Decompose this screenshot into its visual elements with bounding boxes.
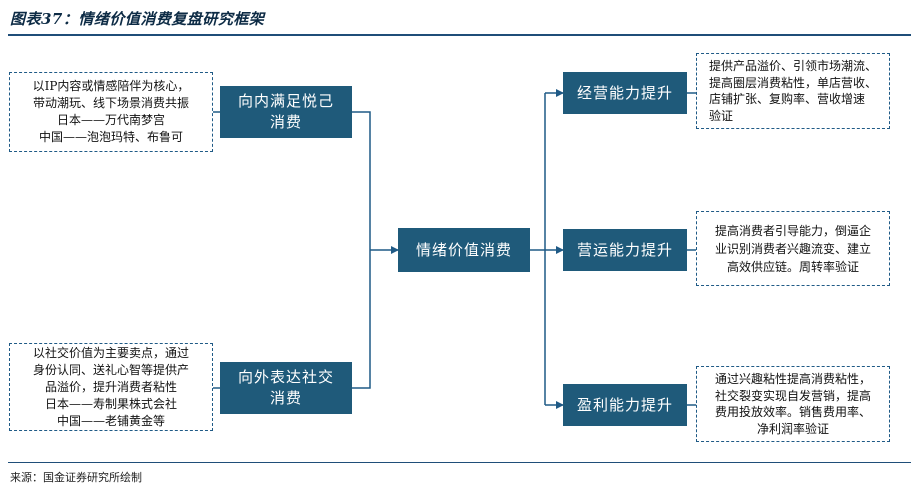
left-bottom-description: 以社交价值为主要卖点，通过 身份认同、送礼心智等提供产 品溢价，提升消费者粘性 … — [32, 345, 189, 428]
emotional-value-consumption-node: 情绪价值消费 — [398, 228, 530, 272]
bottom-rule — [8, 462, 911, 463]
operating-ability-node: 经营能力提升 — [563, 72, 687, 114]
right-mid-description-box: 提高消费者引导能力，倒逼企 业识别消费者兴趣流变、建立 高效供应链。周转率验证 — [696, 211, 890, 286]
link-left-merge — [352, 111, 371, 389]
source-note: 来源：国金证券研究所绘制 — [10, 471, 142, 484]
left-top-description: 以IP内容或情感陪伴为核心， 带动潮玩、线下场景消费共振 日本——万代南梦宫 中… — [32, 79, 190, 144]
operational-efficiency-node: 营运能力提升 — [563, 229, 687, 271]
outward-social-consumption-node: 向外表达社交 消费 — [220, 362, 352, 414]
profitability-node: 盈利能力提升 — [563, 384, 687, 426]
right-bottom-description-box: 通过兴趣粘性提高消费粘性， 社交裂变实现自发营销，提高 费用投放效率。销售费用率… — [696, 366, 890, 442]
right-top-description-box: 提供产品溢价、引领市场潮流、 提高圈层消费粘性，单店营收、 店铺扩张、复购率、营… — [696, 53, 890, 129]
top-rule — [8, 34, 911, 36]
inward-consumption-node: 向内满足悦己 消费 — [220, 86, 352, 138]
right-bottom-description: 通过兴趣粘性提高消费粘性， 社交裂变实现自发营销，提高 费用投放效率。销售费用率… — [714, 372, 871, 436]
right-top-description: 提供产品溢价、引领市场潮流、 提高圈层消费粘性，单店营收、 店铺扩张、复购率、营… — [708, 59, 877, 123]
right-mid-description: 提高消费者引导能力，倒逼企 业识别消费者兴趣流变、建立 高效供应链。周转率验证 — [714, 223, 871, 274]
figure-title: 图表37：情绪价值消费复盘研究框架 — [10, 10, 265, 28]
left-top-description-box: 以IP内容或情感陪伴为核心， 带动潮玩、线下场景消费共振 日本——万代南梦宫 中… — [9, 72, 213, 152]
left-bottom-description-box: 以社交价值为主要卖点，通过 身份认同、送礼心智等提供产 品溢价，提升消费者粘性 … — [9, 343, 213, 431]
